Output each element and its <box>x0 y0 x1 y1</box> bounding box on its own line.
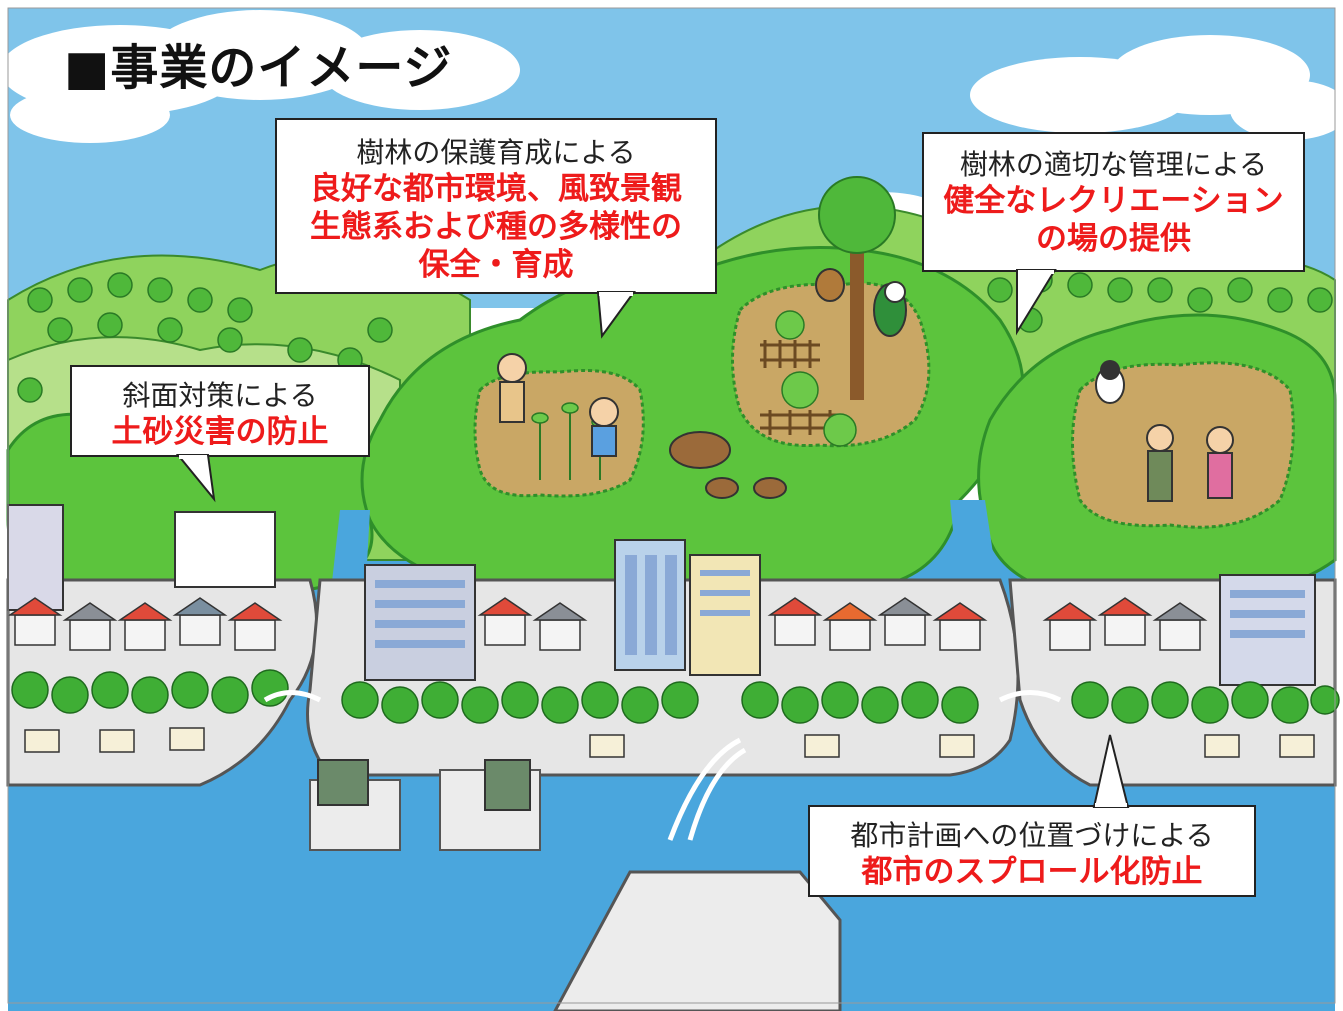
callout-emphasis-line: の場の提供 <box>1036 221 1191 257</box>
people-figures <box>497 353 1234 502</box>
pier-sheds <box>317 759 531 811</box>
callout-urban-planning: 都市計画への位置づけによる 都市のスプロール化防止 <box>808 805 1256 897</box>
callout-emphasis-line: 土砂災害の防止 <box>111 414 329 450</box>
birds-and-squirrel <box>815 268 1125 404</box>
large-tree-trunk <box>850 250 864 400</box>
stream-left <box>330 510 370 600</box>
front-houses <box>24 727 1315 758</box>
callout-emphasis-line: 良好な都市環境、風致景観 <box>310 171 682 207</box>
clearing-recreation <box>1071 361 1295 529</box>
callout-lead: 樹林の適切な管理による <box>959 148 1268 181</box>
callout-tail <box>1092 734 1130 808</box>
callout-lead: 都市計画への位置づけによる <box>850 819 1214 852</box>
frame-border <box>7 7 1336 1004</box>
wild-boars <box>669 431 787 499</box>
callout-recreation: 樹林の適切な管理による 健全なレクリエーション の場の提供 <box>922 132 1305 272</box>
callout-lead: 斜面対策による <box>122 379 318 412</box>
page-title: ■事業のイメージ <box>64 40 453 96</box>
callout-emphasis-line: 生態系および種の多様性の <box>310 209 682 245</box>
callout-emphasis-line: 保全・育成 <box>418 247 574 283</box>
callout-lead: 樹林の保護育成による <box>356 136 636 169</box>
callout-slope: 斜面対策による 土砂災害の防止 <box>70 365 370 457</box>
stream-right <box>950 500 1000 600</box>
foreground-pier <box>553 870 842 1011</box>
callout-emphasis-line: 都市のスプロール化防止 <box>861 854 1203 890</box>
houses <box>7 597 1208 651</box>
callout-tail <box>596 291 636 339</box>
callout-tail <box>175 454 216 503</box>
callout-forest-protection: 樹林の保護育成による 良好な都市環境、風致景観 生態系および種の多様性の 保全・… <box>275 118 717 294</box>
clouds <box>0 10 1343 228</box>
bridges <box>263 690 1062 841</box>
callout-tail <box>1016 269 1057 336</box>
callout-emphasis-line: 健全なレクリエーション <box>943 183 1284 219</box>
building-windows <box>375 555 1305 655</box>
street-trees <box>11 669 1340 724</box>
